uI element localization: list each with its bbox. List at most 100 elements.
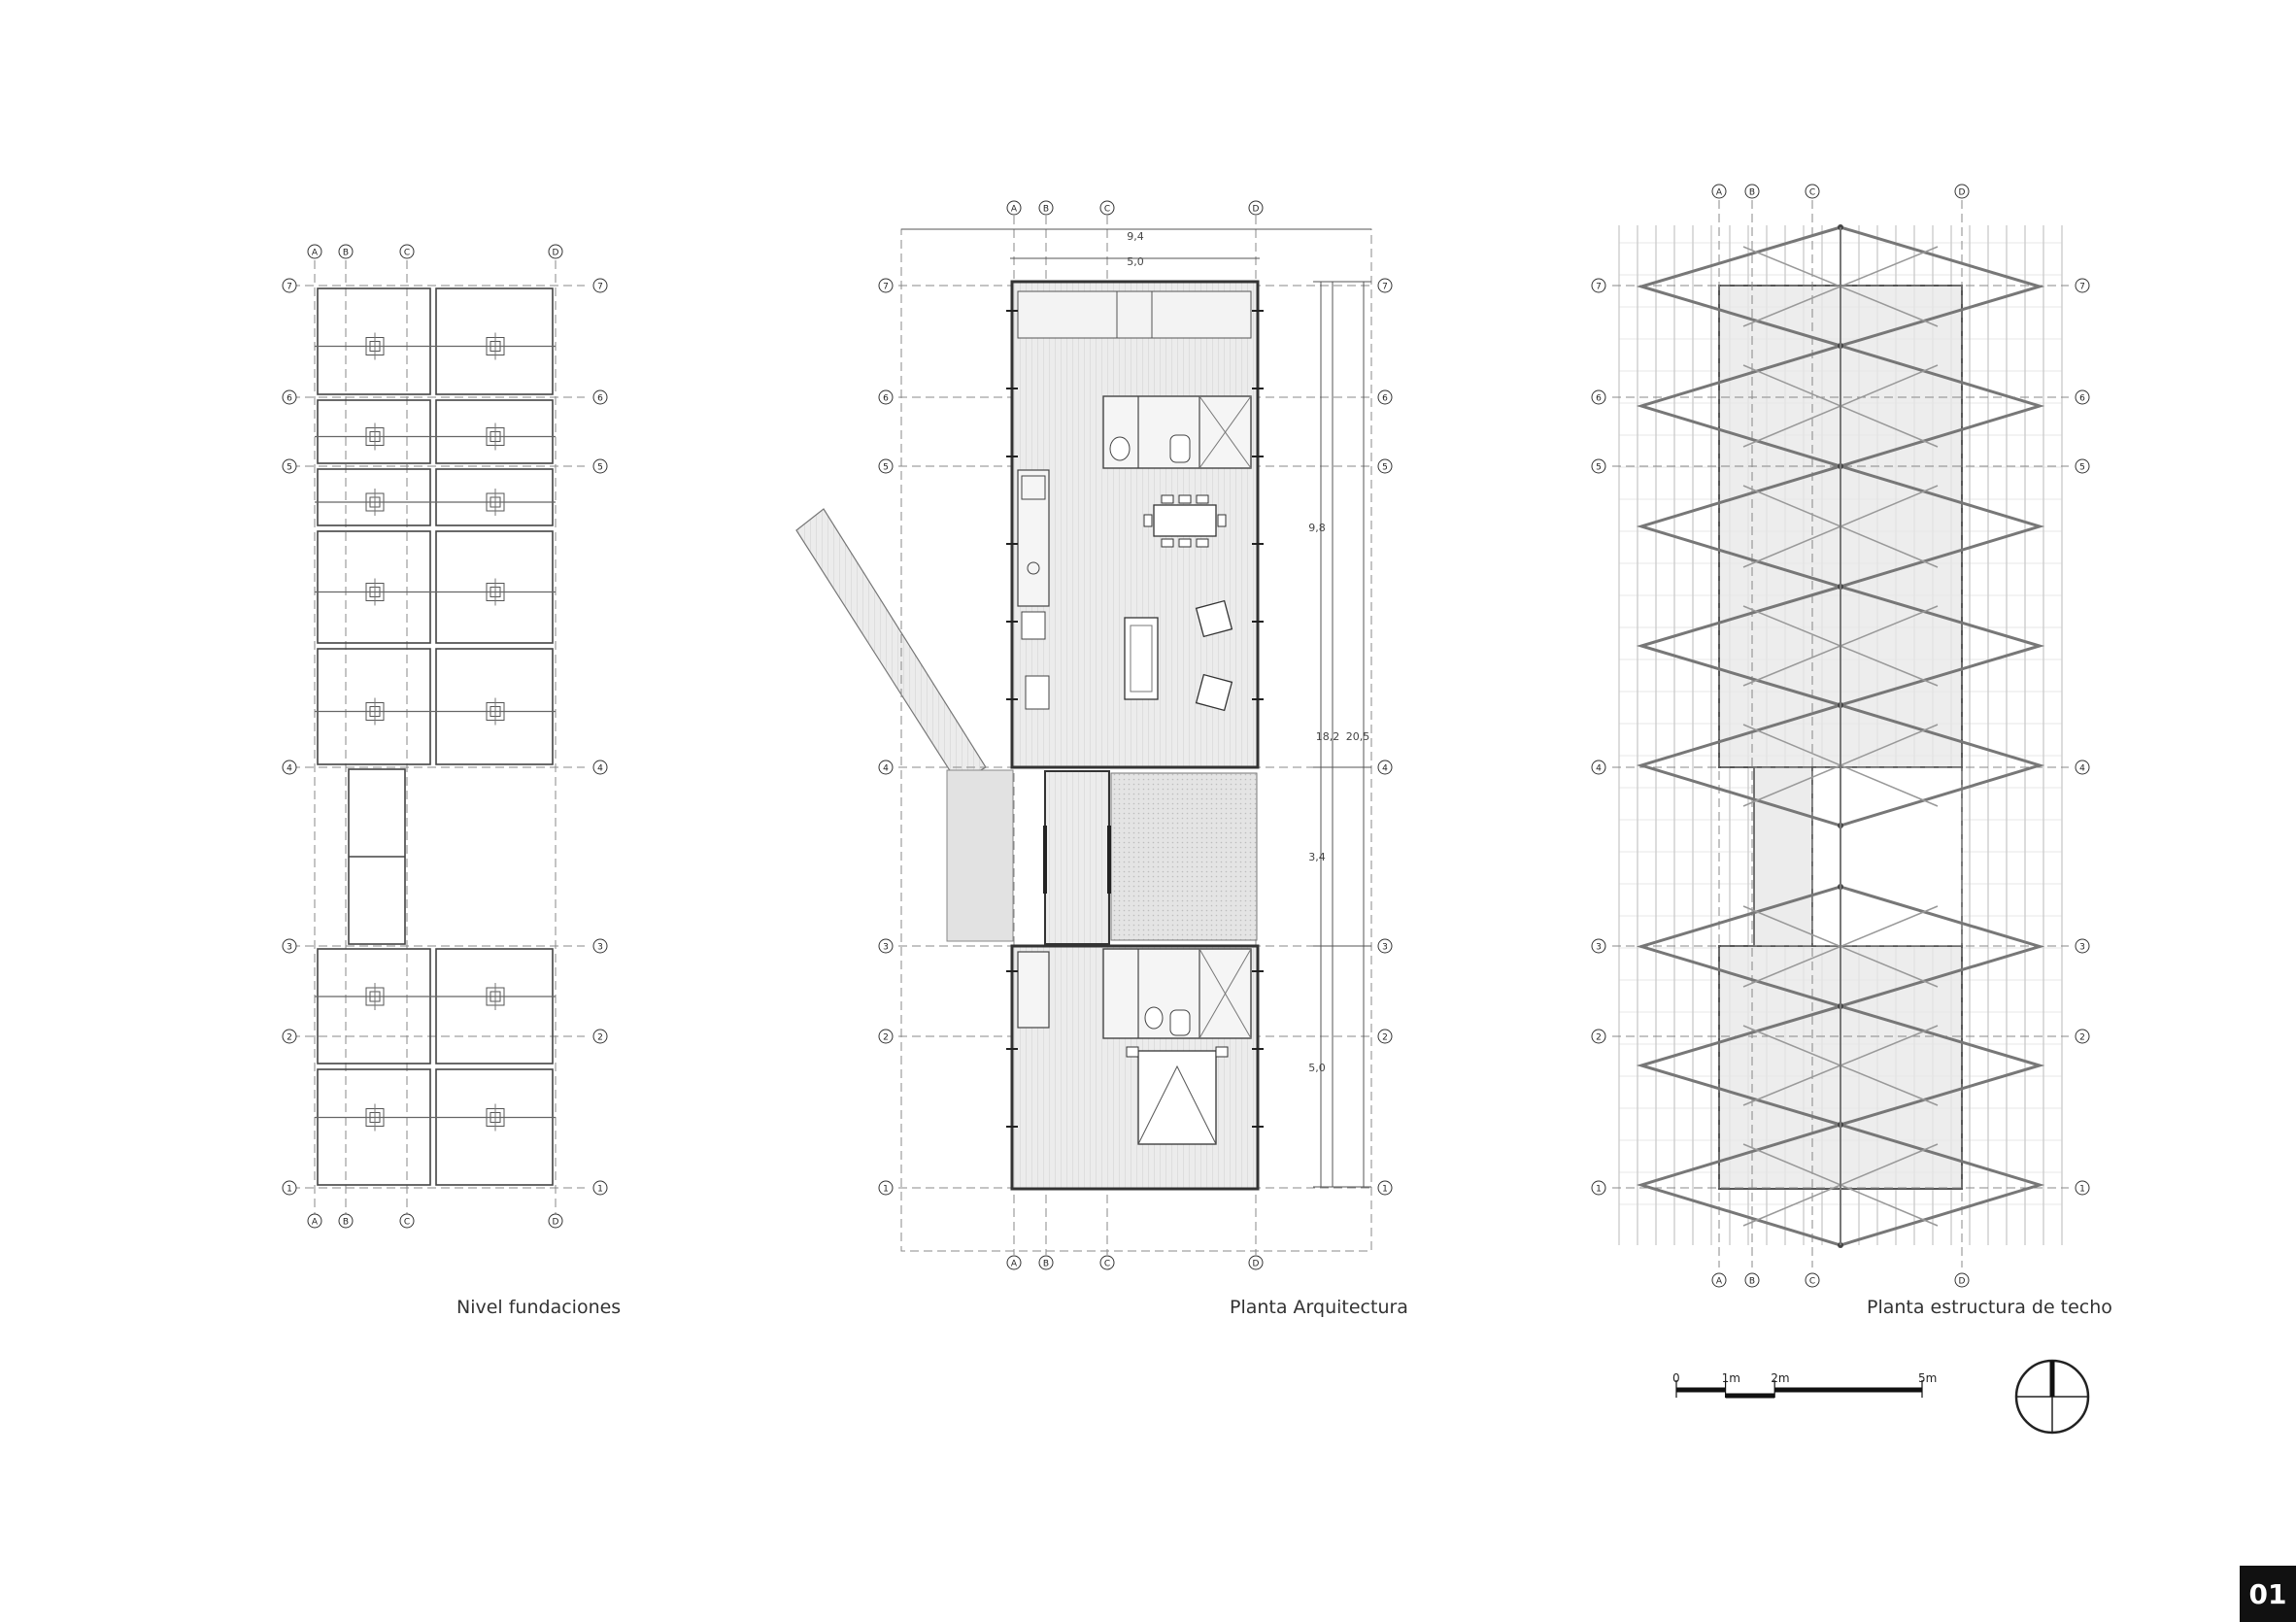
grid-bubble-label: B (1043, 205, 1049, 215)
slab-panel (317, 287, 431, 395)
grid-bubble: C (399, 1213, 415, 1229)
slab-panel (317, 948, 431, 1064)
grid-bubble-label: 2 (883, 1033, 889, 1043)
grid-bubble-label: 5 (597, 463, 603, 473)
grid-bubble-label: 5 (883, 463, 889, 473)
dimension-lines: 9,4 5,0 9,8 18,2 20,5 3,4 5,0 (1127, 230, 1369, 1074)
grid-bubble: B (338, 1213, 354, 1229)
closet-cross (1199, 395, 1252, 469)
grid-bubble: C (1099, 1255, 1115, 1270)
grid-bubble-label: A (1716, 188, 1723, 198)
grid-bubble-label: 5 (1382, 463, 1388, 473)
grid-bubble: 5 (1377, 458, 1393, 474)
grid-bubble-label: 1 (2079, 1185, 2085, 1195)
dim-south-block: 5,0 (1308, 1062, 1326, 1074)
grid-bubble-label: D (553, 1218, 559, 1228)
grid-bubble: 7 (878, 278, 894, 293)
scale-label: 1m (1722, 1371, 1740, 1385)
grid-bubble: D (1248, 1255, 1264, 1270)
grid-bubble: D (1954, 184, 1970, 199)
chair-icon (1196, 538, 1209, 548)
grid-bubble-label: C (1104, 1260, 1110, 1269)
south-wardrobe (1017, 951, 1050, 1029)
grid-bubble-label: B (1043, 1260, 1049, 1269)
toilet-icon (1109, 436, 1131, 461)
grid-bubble: 1 (592, 1180, 608, 1196)
caption-foundations: Nivel fundaciones (456, 1297, 622, 1318)
dim-length-inner: 18,2 (1316, 730, 1340, 743)
grid-bubble-label: 6 (597, 394, 603, 404)
grid-bubble-label: C (404, 249, 410, 258)
grid-bubble-label: 7 (287, 283, 292, 292)
grid-bubble-label: 3 (1596, 943, 1602, 953)
kitchen-counter (1017, 469, 1050, 607)
chair-icon (1178, 538, 1192, 548)
nightstand-icon (1215, 1046, 1229, 1058)
stove-icon (1021, 475, 1046, 500)
slab-panel (435, 468, 554, 526)
grid-bubble: 3 (1591, 938, 1606, 954)
grid-bubble-label: A (1011, 205, 1018, 215)
grid-bubble-label: 1 (1382, 1185, 1388, 1195)
grid-bubble: B (1038, 200, 1054, 216)
bed-icon (1137, 1050, 1217, 1145)
grid-bubble-label: 2 (2079, 1033, 2085, 1043)
grid-bubble: 5 (592, 458, 608, 474)
slab-panel (435, 948, 554, 1064)
grid-bubble-label: 4 (1596, 764, 1602, 774)
grid-bubble: 6 (878, 389, 894, 405)
grid-bubble: 2 (1591, 1029, 1606, 1044)
grid-bubble: 5 (2075, 458, 2090, 474)
grid-bubble-label: 6 (287, 394, 292, 404)
connecting-gallery (1044, 770, 1110, 945)
grid-bubble-label: 4 (1382, 764, 1388, 774)
slab-panel (435, 530, 554, 644)
patio-deck (1110, 772, 1258, 941)
caption-roof: Planta estructura de techo (1867, 1297, 2112, 1318)
grid-bubble: 4 (1377, 760, 1393, 775)
grid-bubble: 1 (1591, 1180, 1606, 1196)
grid-bubble: C (1099, 200, 1115, 216)
grid-bubble-label: C (1809, 1277, 1815, 1287)
grid-bubble: B (338, 244, 354, 259)
slab-panel (435, 1068, 554, 1186)
roof-footprint-gallery (1753, 766, 1813, 947)
grid-bubble: 5 (878, 458, 894, 474)
grid-bubble: 6 (1591, 389, 1606, 405)
grid-bubble: 6 (592, 389, 608, 405)
grid-bubble-label: 3 (2079, 943, 2085, 953)
north-arrow-icon (2014, 1359, 2090, 1435)
dining-table-icon (1153, 504, 1217, 537)
scale-label: 2m (1771, 1371, 1789, 1385)
grid-bubble: C (1805, 1272, 1820, 1288)
grid-bubble: B (1038, 1255, 1054, 1270)
grid-bubble-label: 7 (1382, 283, 1388, 292)
grid-bubble-label: 2 (597, 1033, 603, 1043)
toilet-icon (1144, 1006, 1164, 1030)
grid-bubble-label: D (1253, 1260, 1260, 1269)
grid-bubble-label: 4 (597, 764, 603, 774)
grid-bubble-label: 6 (1596, 394, 1602, 404)
entry-deck (946, 769, 1014, 942)
grid-bubble-label: 6 (883, 394, 889, 404)
sink-icon (1169, 1009, 1191, 1036)
grid-bubble: 5 (282, 458, 297, 474)
grid-bubble: 2 (878, 1029, 894, 1044)
grid-bubble: 1 (282, 1180, 297, 1196)
grid-bubble-label: 3 (883, 943, 889, 953)
slab-panel (435, 287, 554, 395)
grid-bubble: B (1744, 184, 1760, 199)
grid-bubble: A (1006, 200, 1022, 216)
chair-icon (1143, 514, 1153, 527)
chair-icon (1161, 494, 1174, 504)
slab-panel (435, 648, 554, 765)
grid-bubble: A (307, 1213, 322, 1229)
kitchen-sink-icon (1027, 561, 1040, 575)
grid-bubble: 7 (2075, 278, 2090, 293)
armchair-icon (1195, 673, 1233, 712)
grid-bubble-label: 6 (1382, 394, 1388, 404)
